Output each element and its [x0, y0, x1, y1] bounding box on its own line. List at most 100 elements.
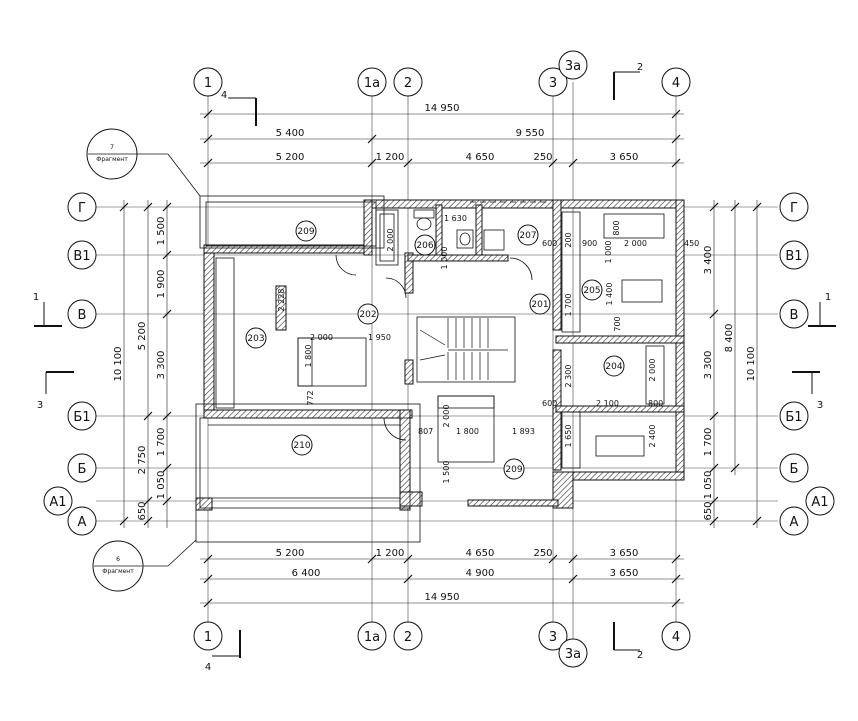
svg-text:450: 450	[684, 239, 699, 248]
svg-text:3а: 3а	[565, 647, 581, 662]
svg-text:2 750: 2 750	[137, 446, 148, 475]
svg-text:200: 200	[564, 232, 573, 247]
svg-text:250: 250	[533, 548, 552, 559]
axis-bubble-A-right: А	[779, 506, 809, 536]
section-marker-3-left: 3	[37, 371, 74, 411]
svg-text:1 000: 1 000	[604, 241, 613, 264]
svg-text:В: В	[790, 308, 799, 323]
axis-bubble-A1-left: А1	[43, 486, 73, 516]
fragment-callouts: 7 Фрагмент 6 Фрагмент	[86, 128, 201, 592]
svg-text:Г: Г	[790, 201, 798, 216]
svg-text:2 300: 2 300	[564, 365, 573, 388]
svg-text:2 228: 2 228	[277, 289, 286, 312]
axis-bubble-V1-left: В1	[67, 240, 97, 270]
svg-text:2 400: 2 400	[648, 425, 657, 448]
svg-text:Б: Б	[790, 462, 799, 477]
axis-bubble-2-bottom: 2	[393, 621, 423, 651]
svg-text:1 950: 1 950	[368, 333, 391, 342]
svg-text:1 050: 1 050	[156, 471, 167, 500]
axis-bubble-1-bottom: 1	[193, 621, 223, 651]
svg-text:1: 1	[204, 76, 212, 91]
section-marker-1-right: 1	[808, 292, 836, 327]
svg-text:Фрагмент: Фрагмент	[96, 156, 128, 163]
svg-text:5 400: 5 400	[276, 128, 305, 139]
svg-text:700: 700	[613, 316, 622, 331]
svg-text:3: 3	[817, 400, 823, 411]
axis-bubble-3-bottom: 3	[538, 621, 568, 651]
axis-bubble-G-right: Г	[779, 192, 809, 222]
inner-dimensions: 1 630 2 000 1 000 600 200 900 1 000 800 …	[277, 214, 699, 483]
axis-bubble-B-left: Б	[67, 453, 97, 483]
axis-bubble-3a-bottom: 3а	[558, 638, 588, 668]
svg-text:1 700: 1 700	[564, 294, 573, 317]
svg-text:4: 4	[205, 662, 211, 673]
svg-text:А1: А1	[49, 495, 66, 510]
svg-text:3 300: 3 300	[156, 351, 167, 380]
svg-text:1 893: 1 893	[512, 427, 535, 436]
svg-text:7: 7	[110, 144, 114, 151]
svg-text:2 000: 2 000	[442, 405, 451, 428]
svg-text:4 650: 4 650	[466, 548, 495, 559]
room-tag-202: 202	[357, 303, 379, 325]
dimensions-bottom: 5 200 1 200 4 650 250 3 650 6 400 4 900 …	[200, 548, 684, 608]
svg-text:1а: 1а	[364, 630, 380, 645]
axis-bubble-1a-bottom: 1а	[357, 621, 387, 651]
axis-bubbles-right: Г В1 В Б1 Б А1 А	[779, 192, 835, 536]
svg-text:10 100: 10 100	[113, 347, 124, 382]
axis-bubble-4: 4	[661, 67, 691, 97]
dim-top-overall: 14 950	[425, 103, 460, 114]
svg-text:В: В	[78, 308, 87, 323]
svg-text:1 900: 1 900	[156, 270, 167, 299]
axis-bubble-B1-left: Б1	[67, 401, 97, 431]
fragment-callout-7: 7 Фрагмент	[86, 128, 201, 197]
axis-bubble-V-left: В	[67, 299, 97, 329]
svg-text:2 000: 2 000	[648, 359, 657, 382]
axis-bubbles-bottom: 1 1а 2 3 3а 4	[193, 621, 691, 668]
svg-text:1: 1	[825, 292, 831, 303]
svg-text:250: 250	[533, 152, 552, 163]
svg-text:1 700: 1 700	[156, 428, 167, 457]
axis-bubble-G-left: Г	[67, 192, 97, 222]
axis-bubble-V-right: В	[779, 299, 809, 329]
room-tag-205: 205	[581, 279, 603, 301]
svg-text:В1: В1	[73, 249, 90, 264]
svg-text:4: 4	[672, 76, 680, 91]
details	[195, 195, 665, 543]
section-marker-3-right: 3	[792, 371, 823, 411]
svg-text:3 650: 3 650	[610, 152, 639, 163]
axis-bubble-3a: 3а	[558, 50, 588, 80]
svg-text:6 400: 6 400	[292, 568, 321, 579]
fragment-callout-6: 6 Фрагмент	[92, 539, 197, 592]
svg-text:5 200: 5 200	[137, 322, 148, 351]
dim-bottom-overall: 14 950	[425, 592, 460, 603]
svg-text:209: 209	[505, 465, 522, 475]
svg-text:1 700: 1 700	[703, 428, 714, 457]
svg-text:210: 210	[293, 441, 310, 451]
svg-text:205: 205	[583, 286, 600, 296]
svg-text:Б1: Б1	[73, 410, 90, 425]
svg-text:10 100: 10 100	[746, 347, 757, 382]
svg-text:1 630: 1 630	[444, 214, 467, 223]
svg-text:202: 202	[359, 310, 376, 320]
svg-text:4: 4	[672, 630, 680, 645]
svg-text:1 000: 1 000	[440, 247, 449, 270]
axis-bubble-1: 1	[193, 67, 223, 97]
svg-text:1 500: 1 500	[156, 217, 167, 246]
svg-text:9 550: 9 550	[516, 128, 545, 139]
svg-text:3: 3	[549, 76, 557, 91]
svg-text:А1: А1	[811, 495, 828, 510]
axis-bubble-2: 2	[393, 67, 423, 97]
axis-bubble-A-left: А	[67, 506, 97, 536]
svg-text:203: 203	[247, 334, 264, 344]
section-marker-4-top: 4	[221, 90, 257, 126]
svg-text:1 200: 1 200	[376, 548, 405, 559]
svg-text:1 800: 1 800	[456, 427, 479, 436]
axis-bubble-B1-right: Б1	[779, 401, 809, 431]
axis-bubble-4-bottom: 4	[661, 621, 691, 651]
svg-text:3: 3	[37, 400, 43, 411]
axis-bubble-A1-right: А1	[805, 486, 835, 516]
axis-bubble-3: 3	[538, 67, 568, 97]
svg-text:2: 2	[404, 630, 412, 645]
svg-text:3 650: 3 650	[610, 568, 639, 579]
